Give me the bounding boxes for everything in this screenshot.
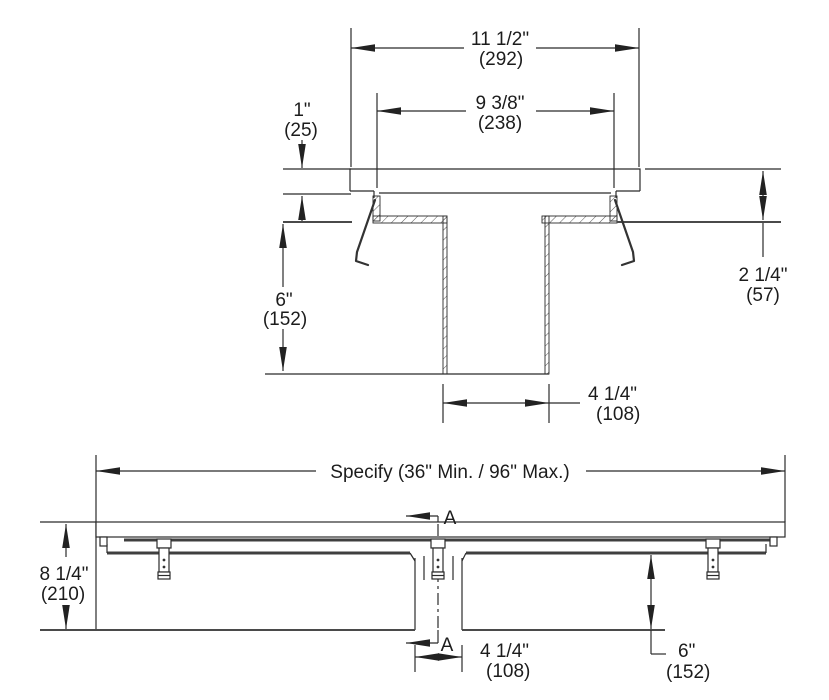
frame-bar: [95, 521, 786, 538]
dim-overall-height: 8 1/4" (210): [39, 521, 96, 629]
dim-label-mm: (25): [284, 120, 318, 141]
cross-section-view: 11 1/2" (292) 9 3/8" (238) 1" (25) 2 1/: [263, 28, 788, 425]
outlet-pipe-wall-left: [442, 215, 448, 375]
dim-label-inches: 4 1/4": [588, 384, 637, 405]
dim-label-inches: 6": [275, 290, 292, 311]
dim-label-mm: (57): [746, 285, 780, 306]
side-view: Specify (36" Min. / 96" Max.): [39, 455, 786, 683]
anchor-hole: [436, 565, 440, 569]
pipe-flare-left: [409, 552, 416, 562]
anchor-hole: [711, 558, 715, 562]
dim-label-inches: 4 1/4": [480, 641, 529, 662]
dim-overall-width: 11 1/2" (292): [350, 28, 640, 167]
anchor-hole: [162, 558, 166, 562]
section-mark-top: A: [406, 508, 457, 529]
dim-label-mm: (152): [666, 662, 710, 683]
section-mark-bottom: A: [406, 630, 454, 656]
anchor-head: [430, 538, 446, 549]
frame-profile: [349, 168, 641, 191]
dim-outlet-width: 4 1/4" (108): [442, 384, 640, 425]
outlet-pipe-wall-right: [544, 215, 550, 375]
section-label: A: [444, 508, 457, 529]
dim-label-inches: 6": [678, 641, 695, 662]
anchor-clip: [705, 538, 721, 580]
anchor-hole: [436, 558, 440, 562]
trough-bottom-left: [372, 215, 448, 224]
dim-label-mm: (108): [596, 404, 640, 425]
dim-outlet-depth: 6" (152): [263, 224, 307, 371]
dim-label-mm: (238): [478, 113, 522, 134]
section-label: A: [441, 635, 454, 656]
anchor-leg-right: [613, 198, 636, 267]
dim-top-to-floor: 2 1/4" (57): [645, 168, 788, 306]
dim-label-mm: (108): [486, 661, 530, 682]
anchor-hole: [162, 565, 166, 569]
dim-label-length: Specify (36" Min. / 96" Max.): [330, 462, 569, 483]
dim-label-mm: (152): [263, 309, 307, 330]
dim-label-mm: (292): [479, 49, 523, 70]
anchor-head: [705, 538, 721, 549]
dim-label-inches: 2 1/4": [738, 265, 787, 286]
dim-length-specify: Specify (36" Min. / 96" Max.): [95, 455, 786, 631]
dim-label-mm: (210): [41, 584, 85, 605]
anchor-clip: [430, 538, 446, 580]
anchor-head: [156, 538, 172, 549]
trough-bottom-right: [541, 215, 618, 224]
dim-label-inches: 8 1/4": [39, 564, 88, 585]
dim-grate-width: 9 3/8" (238): [376, 93, 615, 188]
end-tab-right: [769, 536, 778, 547]
anchor-leg-left: [354, 198, 377, 267]
anchor-clip: [156, 538, 172, 580]
dim-outlet-width-side: 4 1/4" (108): [414, 641, 530, 682]
dim-frame-height: 1" (25): [283, 100, 351, 221]
dim-label-inches: 9 3/8": [475, 93, 524, 114]
end-tab-left: [99, 536, 108, 547]
pipe-flare-right: [461, 552, 467, 562]
dim-label-inches: 1": [293, 100, 310, 121]
anchor-hole: [711, 565, 715, 569]
dim-label-inches: 11 1/2": [471, 29, 529, 50]
dim-outlet-to-end: 6" (152): [647, 555, 710, 683]
